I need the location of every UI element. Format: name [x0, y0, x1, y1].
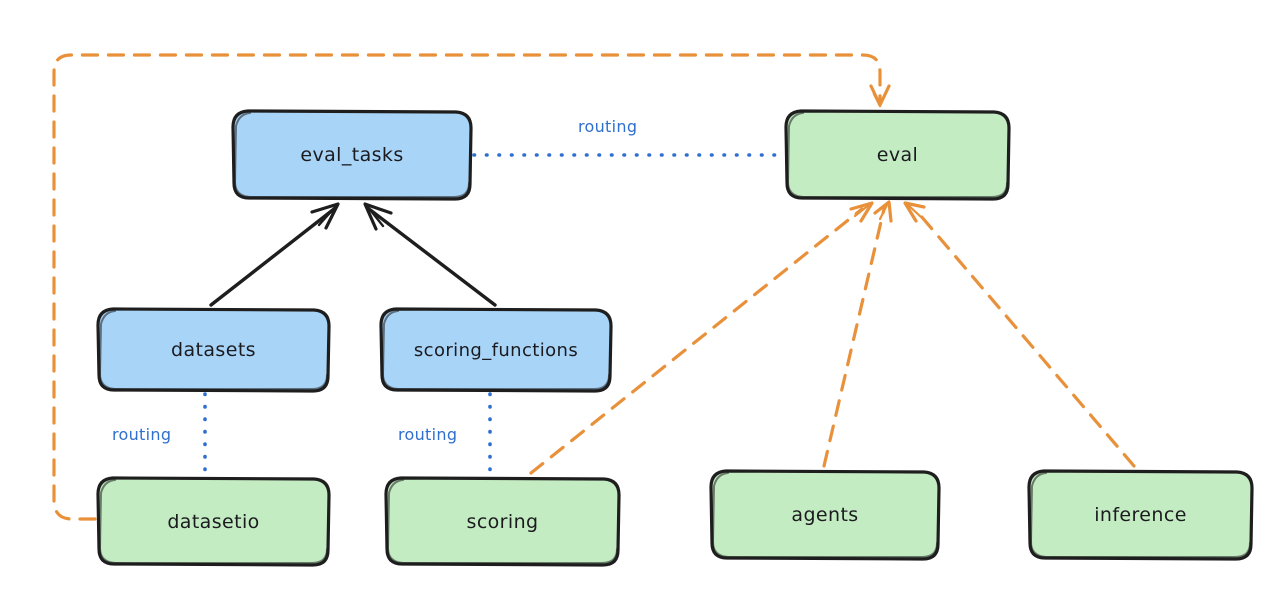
node-inference-label: inference	[1094, 504, 1187, 526]
edge-label-routing-datasets-datasetio: routing	[112, 425, 172, 444]
edge-agents-eval	[822, 200, 893, 468]
edge-datasets-evaltasks	[209, 202, 340, 307]
node-scoring-shape	[384, 476, 621, 567]
node-inference-shape	[1027, 469, 1254, 561]
edge-label-routing-scoringfunctions-scoring: routing	[398, 425, 458, 444]
node-datasetio[interactable]: datasetio	[96, 476, 331, 567]
node-eval[interactable]: eval	[784, 109, 1011, 201]
node-agents-shape	[709, 469, 941, 561]
node-scoring-label: scoring	[466, 510, 539, 533]
node-agents[interactable]: agents	[709, 469, 941, 561]
node-eval-shape	[784, 109, 1011, 201]
node-scoring-functions-label: scoring_functions	[413, 339, 579, 361]
node-datasetio-shape	[96, 476, 331, 567]
node-eval-tasks-label: eval_tasks	[300, 144, 404, 166]
node-eval-tasks[interactable]: eval_tasks	[231, 109, 473, 201]
node-datasets-label: datasets	[171, 339, 256, 361]
node-inference[interactable]: inference	[1027, 469, 1254, 561]
node-scoring[interactable]: scoring	[384, 476, 621, 567]
node-eval-label: eval	[876, 144, 919, 166]
node-datasets[interactable]: datasets	[96, 307, 331, 393]
node-scoring-functions-shape	[379, 307, 613, 393]
node-agents-label: agents	[791, 504, 859, 526]
node-scoring-functions[interactable]: scoring_functions	[379, 307, 613, 393]
node-datasetio-label: datasetio	[167, 510, 260, 533]
edge-scoringfunctions-evaltasks	[363, 202, 497, 307]
edge-label-routing-evaltasks-eval: routing	[578, 117, 638, 136]
node-eval-tasks-shape	[231, 109, 473, 201]
edge-inference-eval	[903, 201, 1136, 468]
node-datasets-shape	[96, 307, 331, 393]
